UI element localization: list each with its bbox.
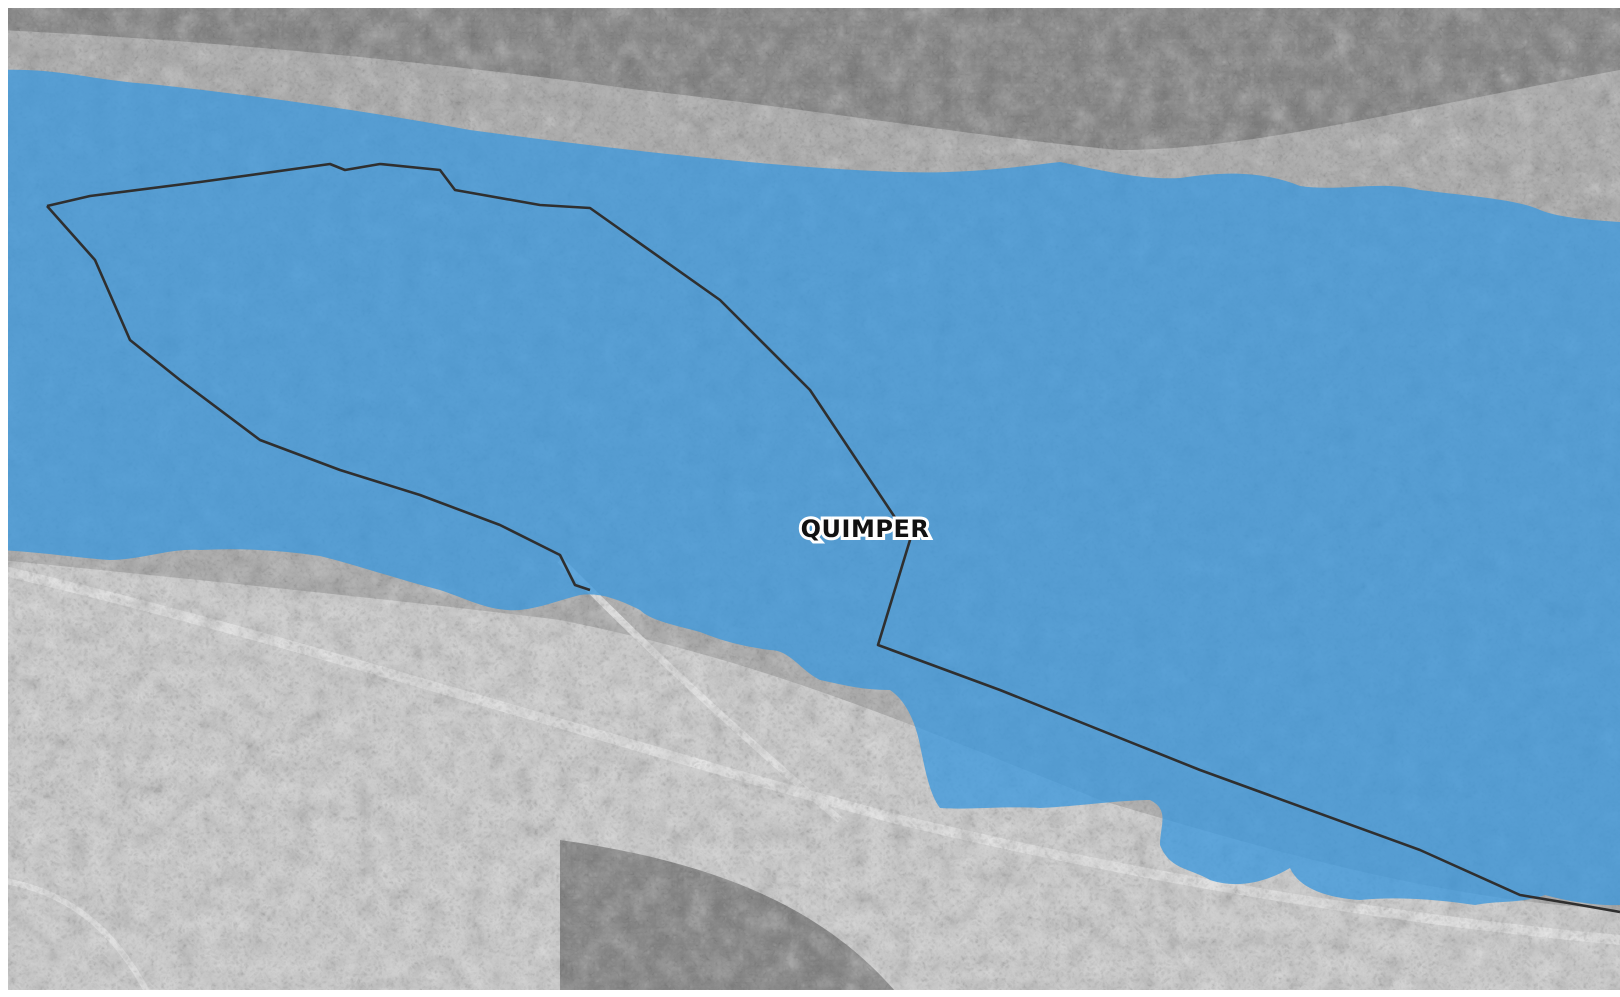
study-perimeter-outline[interactable] — [46, 162, 1620, 914]
study-perimeter-outline-west[interactable] — [46, 205, 591, 592]
flood-zone-area[interactable] — [0, 69, 1620, 906]
place-label-quimper: QUIMPER — [801, 515, 930, 543]
